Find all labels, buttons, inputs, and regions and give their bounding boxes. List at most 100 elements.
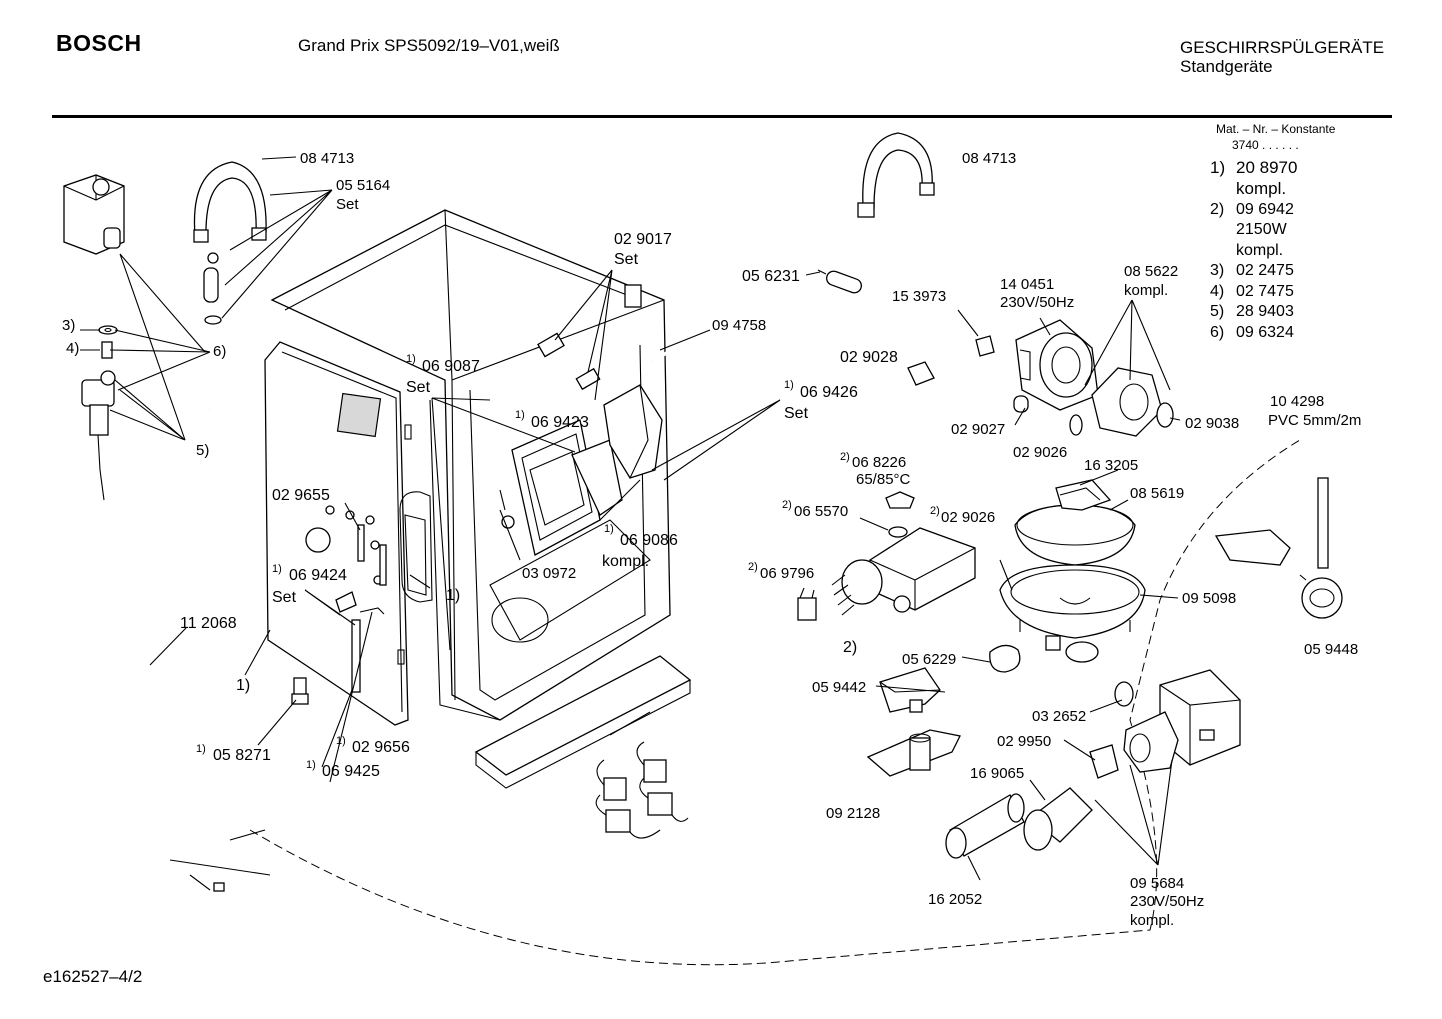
inner-heater-tube [651,338,720,632]
callout-label: 08 4713 [962,150,1016,167]
category-title: GESCHIRRSPÜLGERÄTE [1180,38,1385,57]
legend-note: 5)28 9403 [1210,303,1294,320]
callout-label: 02 9038 [1185,415,1239,432]
callout-superscript: 1) [336,735,346,747]
callout-superscript: 1) [784,379,794,391]
seal-065570 [888,526,908,538]
door-seal [399,491,433,603]
microswitch [797,587,817,621]
callout-label: 05 6229 [902,651,956,668]
callout-label: 02 9028 [840,349,898,366]
callout-label: 06 9087 [422,358,480,375]
callout-label: 06 9425 [322,763,380,780]
callout-label: 02 9655 [272,487,330,504]
callout-label: 05 8271 [213,747,271,764]
callout-label: 09 2128 [826,805,880,822]
legend-note: 1)20 8970 [1210,158,1298,177]
hose-holder-clip [857,132,935,218]
callout-label: Set [406,379,431,396]
callout-label: 03 0972 [522,565,576,582]
air-trap [879,667,941,713]
document-id: e162527–4/2 [43,967,143,986]
thermostat [885,491,915,509]
callout-label: 09 5098 [1182,590,1236,607]
callout-label: 10 4298 [1270,393,1324,410]
callout-label: 15 3973 [892,288,946,305]
legend-note: 2150W [1236,221,1287,238]
callout-label: 02 9026 [1013,444,1067,461]
dishwasher-tub [270,209,671,736]
sump-filter [1014,479,1136,566]
callout-label: 06 9796 [760,565,814,582]
callout-label: 230V/50Hz [1130,893,1204,910]
callout-label: 06 9426 [800,384,858,401]
circulation-pump-motor [1015,319,1099,411]
legend-note: 2)09 6942 [1210,201,1294,218]
callout-labels: 08 4713 05 5164 Set 3) 4) 6) 5) 11 2068 … [62,150,1361,929]
model-title: Grand Prix SPS5092/19–V01,weiß [298,36,560,55]
callout-label: 03 2652 [1032,708,1086,725]
callout-superscript: 1) [272,563,282,575]
drain-adapter [1023,787,1093,851]
callout-superscript: 1) [406,353,416,365]
legend-note: kompl. [1236,179,1287,198]
callout-label: Set [336,196,359,213]
drain-pump-housing [1123,711,1179,773]
legend-note: 4)02 7475 [1210,283,1294,300]
rinse-aid-dosing [603,384,663,479]
callout-label: 02 9656 [352,739,410,756]
pressure-sensor [1214,477,1343,619]
callout-superscript: 1) [515,409,525,421]
heater-element [831,527,976,616]
inlet-hose [97,392,271,892]
callout-label: 06 5570 [794,503,848,520]
callout-label: 5) [196,442,209,459]
callout-label: 05 9448 [1304,641,1358,658]
callout-label: 6) [213,343,226,360]
callout-label: Set [614,251,639,268]
callout-superscript: 2) [748,561,758,573]
callout-label: PVC 5mm/2m [1268,412,1361,429]
sump-hose-bend [989,644,1021,673]
callout-label: 4) [66,340,79,357]
legend-note: 3)02 2475 [1210,262,1294,279]
callout-superscript: 1) [196,743,206,755]
callout-label: 1) [446,587,460,604]
legend-note: kompl. [1236,242,1284,259]
callout-label: 05 6231 [742,268,800,285]
material-constant: 3740 . . . . . . [1232,138,1299,152]
material-number-heading: Mat. – Nr. – Konstante [1216,122,1336,136]
drain-hose-piece [945,793,1025,859]
callout-label: 09 4758 [712,317,766,334]
header-rule [52,115,1392,118]
sump-housing [999,564,1146,663]
callout-label: 06 8226 [852,454,906,471]
seal-032652 [1114,681,1134,707]
callout-label: 06 9424 [289,567,347,584]
drain-pump-motor [1159,669,1241,766]
callout-superscript: 2) [782,499,792,511]
callout-label: 06 9086 [620,532,678,549]
callout-superscript: 1) [604,523,614,535]
callout-label: 1) [236,677,250,694]
callout-label: 11 2068 [180,615,237,632]
callout-superscript: 2) [930,505,940,517]
callout-label: kompl. [1130,912,1174,929]
callout-label: 16 3205 [1084,457,1138,474]
callout-label: 02 9017 [614,231,672,248]
callout-superscript: 2) [840,451,850,463]
drain-elbow [866,729,961,777]
inlet-valve [81,370,116,501]
callout-label: 08 5619 [1130,485,1184,502]
legend-note: 6)09 6324 [1210,324,1294,341]
subcategory-title: Standgeräte [1180,57,1273,76]
callout-label: 3) [62,317,75,334]
callout-label: 05 5164 [336,177,390,194]
brand-logo: BOSCH [56,30,142,56]
door-lock [335,591,385,615]
base-plinth [474,655,692,789]
callout-label: Set [272,589,297,606]
callout-label: Set [784,405,809,422]
holder-clip-small [907,361,935,386]
